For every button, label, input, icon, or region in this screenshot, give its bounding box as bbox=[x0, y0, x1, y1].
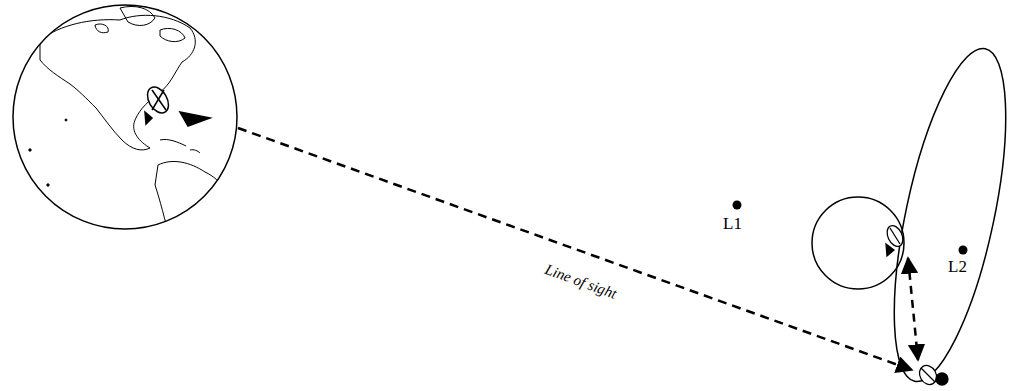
point-label: L2 bbox=[948, 258, 967, 275]
halo-orbit bbox=[872, 40, 1013, 391]
spacecraft bbox=[916, 362, 948, 387]
lagrange-point bbox=[733, 201, 742, 210]
line-of-sight bbox=[238, 128, 912, 370]
crosslink bbox=[908, 258, 918, 360]
earth-globe bbox=[13, 5, 237, 240]
relay-satellite bbox=[884, 223, 906, 256]
point-label: L1 bbox=[723, 215, 742, 232]
lagrange-point bbox=[959, 246, 968, 255]
relay-orbit bbox=[812, 197, 904, 289]
line-label: Line of sight bbox=[543, 262, 619, 302]
